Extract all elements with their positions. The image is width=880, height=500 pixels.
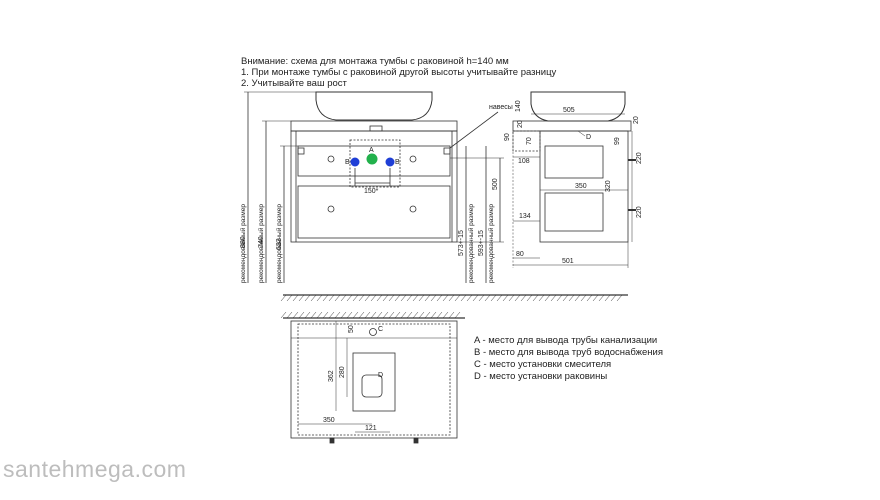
pipe-zone-side (512, 130, 541, 152)
sink-cutout (352, 352, 396, 412)
dim-20-left: 20 (517, 120, 524, 128)
drawer-handle-right-top (409, 155, 417, 163)
sink-bowl-side (530, 91, 626, 122)
dim-70: 70 (526, 137, 533, 145)
label-d-side: D (586, 134, 591, 141)
legend: A - место для вывода трубы канализации B… (474, 335, 663, 383)
cutout-zone (349, 139, 401, 188)
mount-warning-text: Внимание: схема для монтажа тумбы с рако… (241, 56, 509, 67)
dim-220-top: 220 (636, 152, 643, 164)
dim-90: 90 (504, 133, 511, 141)
label-a: A (369, 147, 374, 154)
drawer-top-side (544, 145, 604, 179)
mount-warning-title: Внимание: схема для монтажа тумбы с рако… (241, 56, 509, 68)
pipe-b-right-marker (385, 157, 395, 167)
dim-134: 134 (519, 213, 531, 220)
watermark: santehmega.com (3, 456, 187, 482)
drawer-bottom-front (297, 185, 451, 239)
rec-label-633: рекомендованный размер (275, 204, 283, 283)
dim-121: 121 (365, 425, 377, 432)
top-view: C D 50 362 280 350 121 (280, 311, 465, 444)
countertop-side (512, 120, 632, 132)
drawer-handle-right-bottom (409, 205, 417, 213)
label-c: C (378, 326, 383, 333)
drawer-handle-left-bottom (327, 205, 335, 213)
legend-d: D - место установки раковины (474, 371, 608, 382)
sink-bowl-front (315, 91, 433, 121)
dim-50: 50 (348, 325, 355, 333)
dim-505: 505 (563, 107, 575, 114)
floor-hatch (280, 294, 623, 302)
dim-320: 320 (605, 180, 612, 192)
dim-740: 740 (258, 236, 265, 248)
dim-108: 108 (518, 158, 530, 165)
dim-880: 880 (240, 236, 247, 248)
front-view: A B B 150* навесы 880 рекомендованный ра… (239, 91, 513, 283)
rec-label-573: рекомендованный размер (467, 204, 475, 283)
mount-note-2: 2. Учитывайте ваш рост (241, 78, 347, 89)
label-b-right: B (395, 159, 400, 166)
label-d-top: D (378, 372, 383, 379)
dim-500: 500 (492, 178, 499, 190)
legend-b: B - место для вывода труб водоснабжения (474, 347, 663, 358)
dim-280: 280 (339, 366, 346, 378)
legend-a: A - место для вывода трубы канализации (474, 335, 658, 346)
mount-note-1: 1. При монтаже тумбы с раковиной другой … (241, 67, 557, 78)
drawer-top-front (297, 145, 451, 177)
dim-362: 362 (328, 370, 335, 382)
cabinet-body-front (290, 130, 458, 243)
label-naves: навесы (489, 104, 513, 111)
legend-c: C - место установки смесителя (474, 359, 612, 370)
dim-593: 593+-15 (478, 230, 485, 256)
dim-20-right: 20 (633, 116, 640, 124)
dim-350-side: 350 (575, 183, 587, 190)
rec-label-740: рекомендованный размер (257, 204, 265, 283)
dim-220-bottom: 220 (636, 206, 643, 218)
dim-501: 501 (562, 258, 574, 265)
rec-label-593: рекомендованный размер (487, 204, 495, 283)
dim-140: 140 (515, 100, 522, 112)
drawer-handle-left-top (327, 155, 335, 163)
dim-99: 99 (614, 137, 621, 145)
drawer-bottom-side (544, 192, 604, 232)
dim-80: 80 (516, 251, 524, 258)
side-view: D 505 140 20 90 20 70 99 108 220 320 350… (504, 91, 643, 268)
wall-hatch (280, 311, 461, 319)
dim-350-top: 350 (323, 417, 335, 424)
pipe-a-marker (366, 153, 378, 165)
drain-neck (369, 125, 383, 132)
pipe-b-left-marker (350, 157, 360, 167)
cabinet-outline-top (290, 320, 458, 439)
dim-573: 573+-15 (458, 230, 465, 256)
mixer-marker (369, 328, 377, 336)
label-b-left: B (345, 159, 350, 166)
rec-label-880: рекомендованный размер (239, 204, 247, 283)
cabinet-body-side (539, 130, 629, 243)
dim-150: 150* (364, 188, 379, 195)
drain-outline (361, 374, 383, 398)
dim-633: 633 (276, 238, 283, 250)
